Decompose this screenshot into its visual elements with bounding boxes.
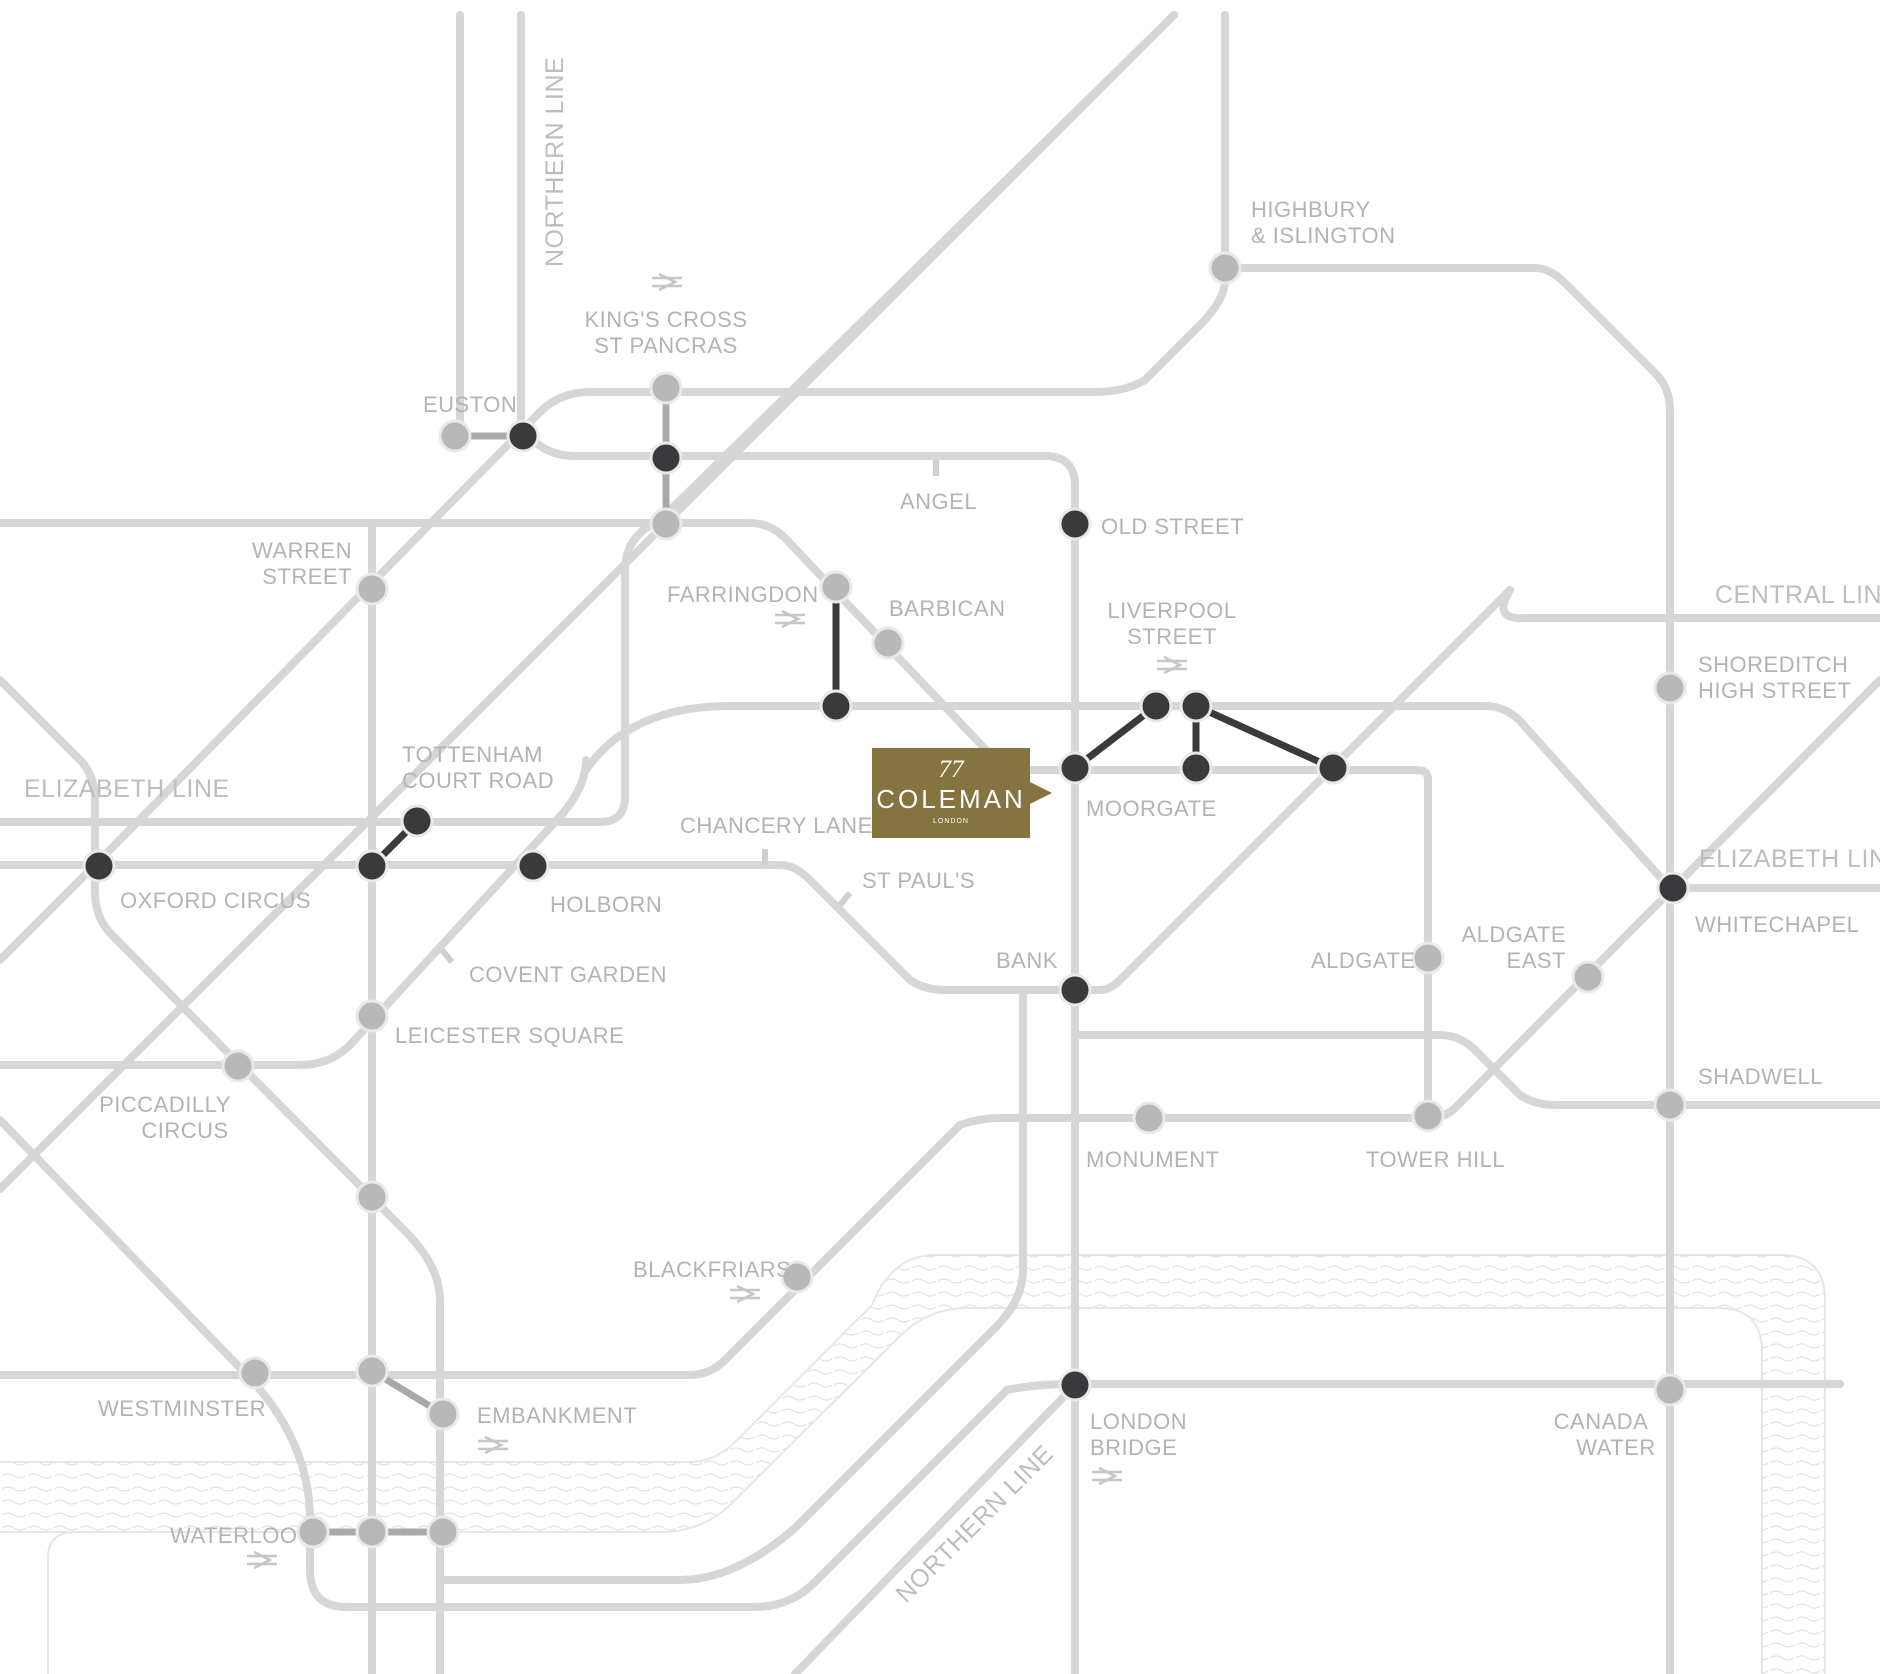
station-label-barbican: BARBICAN [889, 596, 1005, 621]
line-label-northern-top: NORTHERN LINE [541, 57, 569, 267]
station-shoreditch [1653, 671, 1687, 705]
location-marker-subtitle: LONDON [933, 818, 969, 825]
station-label-shadwell: SHADWELL [1698, 1064, 1823, 1089]
station-label-highbury: HIGHBURY& ISLINGTON [1251, 197, 1395, 248]
station-liverpool-street-b [1179, 689, 1213, 723]
line-label-elizabeth-west: ELIZABETH LINE [24, 775, 230, 803]
station-ticks [439, 459, 939, 964]
station-holborn [516, 849, 550, 883]
location-marker-pointer [1030, 782, 1052, 804]
location-marker[interactable]: 77 COLEMAN LONDON [872, 748, 1030, 838]
station-tottenham-b [355, 849, 389, 883]
station-tottenham-a [400, 804, 434, 838]
station-liverpool-street-a [1139, 689, 1173, 723]
station-kings-cross-bottom [649, 507, 683, 541]
station-label-st-pauls: ST PAUL'S [862, 868, 975, 893]
station-waterloo-c [426, 1515, 460, 1549]
station-liverpool-street-c [1316, 751, 1350, 785]
station-label-oxford-circus: OXFORD CIRCUS [120, 888, 311, 913]
station-label-tower-hill: TOWER HILL [1366, 1147, 1505, 1172]
station-label-embankment: EMBANKMENT [477, 1403, 637, 1428]
station-label-covent-garden: COVENT GARDEN [469, 962, 667, 987]
station-label-moorgate: MOORGATE [1086, 796, 1217, 821]
station-barbican [871, 626, 905, 660]
station-london-bridge [1058, 1368, 1092, 1402]
national-rail-icon [476, 1436, 510, 1454]
station-waterloo-b [355, 1515, 389, 1549]
station-label-westminster: WESTMINSTER [98, 1396, 266, 1421]
station-moorgate [1058, 751, 1092, 785]
station-monument [1132, 1101, 1166, 1135]
station-label-blackfriars: BLACKFRIARS [633, 1257, 791, 1282]
national-rail-icon [245, 1551, 279, 1569]
line-label-northern-bottom: NORTHERN LINE [890, 1440, 1058, 1608]
national-rail-icon [1155, 656, 1189, 674]
station-highbury [1208, 251, 1242, 285]
station-label-angel: ANGEL [900, 489, 977, 514]
station-label-bank: BANK [996, 948, 1058, 973]
station-label-aldgate: ALDGATE [1311, 948, 1416, 973]
station-old-street [1058, 507, 1092, 541]
station-label-holborn: HOLBORN [550, 892, 662, 917]
station-label-waterloo: WATERLOO [170, 1523, 297, 1548]
station-warren-street [355, 572, 389, 606]
line-label-elizabeth-east: ELIZABETH LINE [1699, 845, 1880, 873]
station-label-chancery-lane: CHANCERY LANE [680, 813, 873, 838]
station-embankment-west [355, 1354, 389, 1388]
station-moorgate-b [1179, 751, 1213, 785]
station-embankment [426, 1397, 460, 1431]
station-euston [438, 419, 472, 453]
line-label-central: CENTRAL LINE [1715, 581, 1880, 609]
station-label-euston: EUSTON [423, 392, 517, 417]
station-shadwell [1653, 1088, 1687, 1122]
station-kings-cross-middle [649, 441, 683, 475]
station-oxford-circus [82, 849, 116, 883]
station-label-farringdon: FARRINGDON [667, 582, 819, 607]
station-farringdon-top [819, 570, 853, 604]
station-canada-water [1653, 1373, 1687, 1407]
station-blackfriars [780, 1260, 814, 1294]
station-euston-northern [506, 419, 540, 453]
national-rail-icon [773, 610, 807, 628]
station-bank [1058, 973, 1092, 1007]
station-green-park [355, 1180, 389, 1214]
station-tower-hill [1411, 1099, 1445, 1133]
national-rail-icon [650, 273, 684, 291]
location-marker-number: 77 [938, 756, 964, 783]
station-waterloo-a [296, 1515, 330, 1549]
station-label-old-street: OLD STREET [1101, 514, 1244, 539]
national-rail-icon [728, 1285, 762, 1303]
stations [82, 251, 1690, 1549]
station-aldgate-east [1571, 960, 1605, 994]
station-aldgate [1411, 941, 1445, 975]
river-thames [0, 1254, 1826, 1674]
station-piccadilly-circus [221, 1049, 255, 1083]
station-kings-cross-top [649, 371, 683, 405]
station-label-whitechapel: WHITECHAPEL [1695, 912, 1859, 937]
station-leicester-square [355, 999, 389, 1033]
station-label-monument: MONUMENT [1086, 1147, 1220, 1172]
station-westminster [238, 1356, 272, 1390]
national-rail-icon [1090, 1467, 1124, 1485]
station-label-leicester-square: LEICESTER SQUARE [395, 1023, 624, 1048]
station-whitechapel [1656, 871, 1690, 905]
station-farringdon-bottom [819, 689, 853, 723]
location-marker-name: COLEMAN [876, 784, 1026, 814]
tube-lines [0, 11, 1880, 1674]
